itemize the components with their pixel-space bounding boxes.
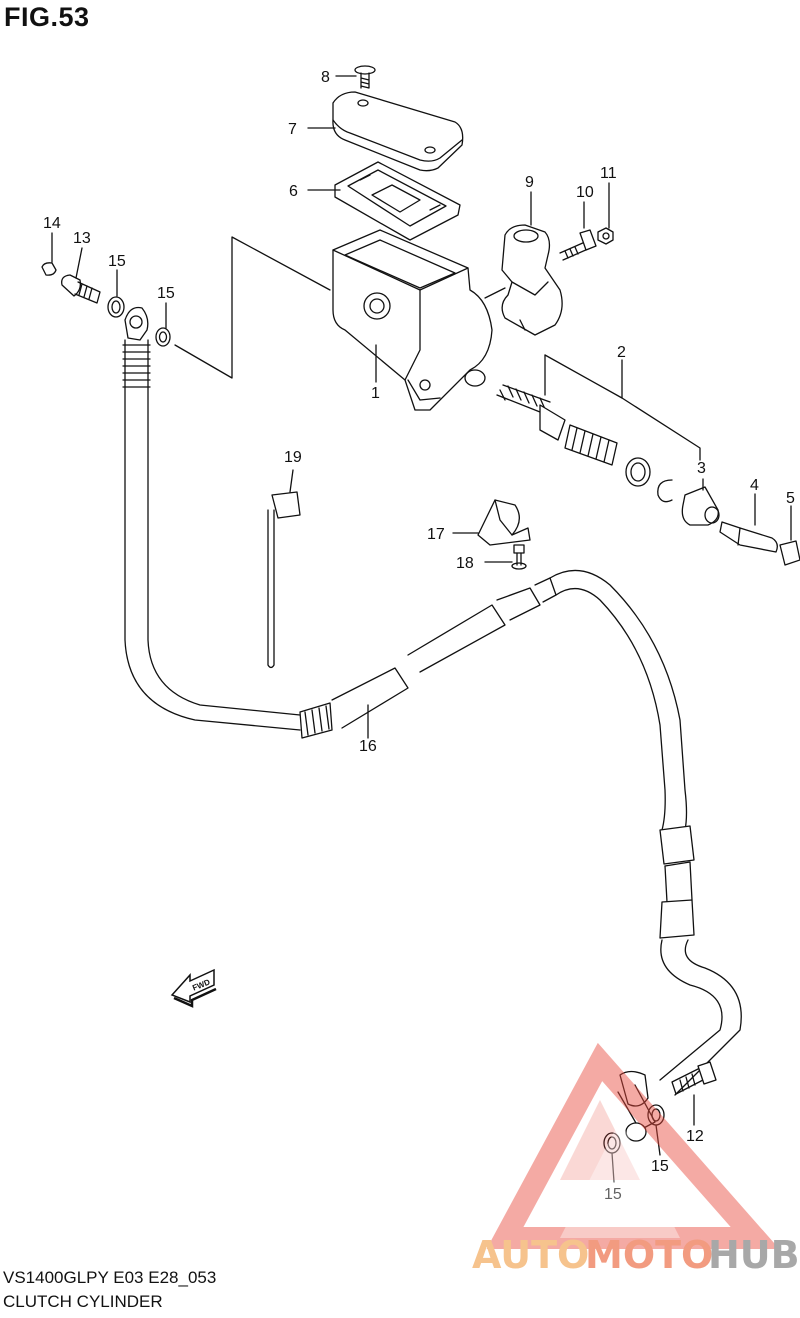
callout-17: 17 xyxy=(427,526,445,543)
push-rod-part-4[interactable] xyxy=(719,521,778,553)
reservoir-cap-part-7[interactable] xyxy=(332,91,464,172)
watermark-hub: HUB xyxy=(708,1233,800,1277)
forward-direction-arrow: FWD xyxy=(170,968,217,1008)
clamp-part-17[interactable] xyxy=(477,499,531,546)
union-bolt-part-13[interactable] xyxy=(61,274,101,304)
bolt-part-18[interactable] xyxy=(511,544,527,570)
callout-5: 5 xyxy=(786,490,795,507)
boot-part-3[interactable] xyxy=(681,486,720,526)
callout-4: 4 xyxy=(750,477,759,494)
callout-2: 2 xyxy=(617,344,626,361)
callout-15-d: 15 xyxy=(604,1186,622,1203)
callout-8: 8 xyxy=(321,69,330,86)
callout-15-a: 15 xyxy=(108,253,126,270)
diaphragm-plate-part-6[interactable] xyxy=(334,161,461,241)
callout-14: 14 xyxy=(43,215,61,232)
callout-3: 3 xyxy=(697,460,706,477)
callout-15-b: 15 xyxy=(157,285,175,302)
automotohub-watermark-logo: AUTO MOTO HUB xyxy=(472,1042,800,1277)
section-name: CLUTCH CYLINDER xyxy=(3,1292,163,1311)
washer-part-15-b[interactable] xyxy=(155,327,171,347)
screw-part-8[interactable] xyxy=(354,65,376,89)
callout-16: 16 xyxy=(359,738,377,755)
master-cylinder-part-1[interactable] xyxy=(332,229,493,411)
bleeder-cap-part-14[interactable] xyxy=(41,262,57,276)
washer-part-15-a[interactable] xyxy=(107,296,125,318)
watermark-auto: AUTO xyxy=(472,1233,589,1277)
piston-spring-part-2[interactable] xyxy=(496,384,673,503)
figure-title: FIG.53 xyxy=(4,2,90,32)
callout-10: 10 xyxy=(576,184,594,201)
callout-12: 12 xyxy=(686,1128,704,1145)
watermark-moto: MOTO xyxy=(585,1233,713,1277)
callout-6: 6 xyxy=(289,183,298,200)
model-code: VS1400GLPY E03 E28_053 xyxy=(3,1268,217,1287)
callout-9: 9 xyxy=(525,174,534,191)
callout-11: 11 xyxy=(600,165,617,182)
callout-7: 7 xyxy=(288,121,297,138)
nut-part-5[interactable] xyxy=(779,540,800,566)
nut-part-11[interactable] xyxy=(597,227,614,245)
lever-bracket-part-9[interactable] xyxy=(501,224,563,336)
callout-13: 13 xyxy=(73,230,91,247)
callout-19: 19 xyxy=(284,449,302,466)
callout-1: 1 xyxy=(371,385,380,402)
bolt-part-10[interactable] xyxy=(559,229,597,261)
cable-tie-part-19[interactable] xyxy=(267,491,301,669)
union-bolt-part-12[interactable] xyxy=(671,1061,717,1095)
callout-18: 18 xyxy=(456,555,474,572)
callout-15-c: 15 xyxy=(651,1158,669,1175)
clutch-hose-part-16[interactable] xyxy=(122,339,742,1096)
